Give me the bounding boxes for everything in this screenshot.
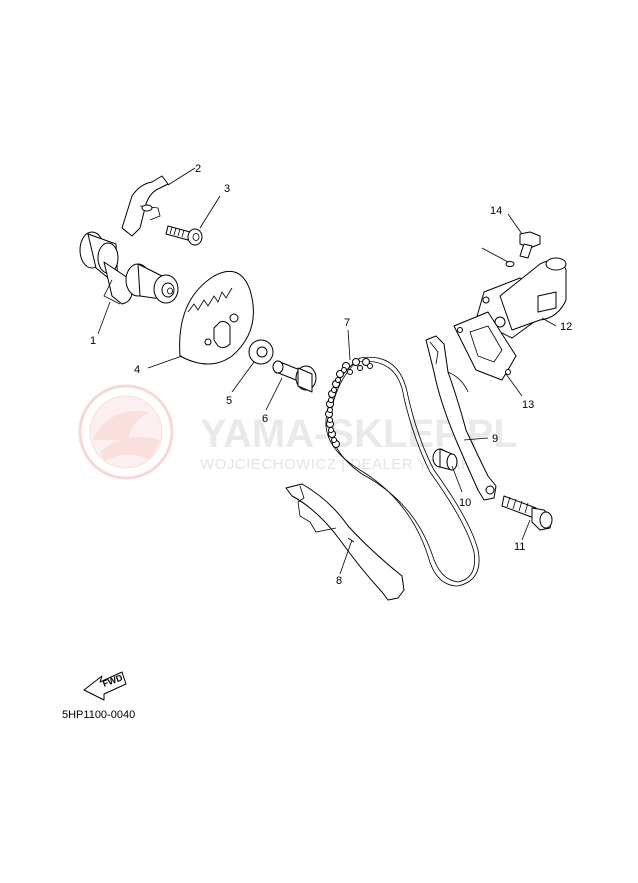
part-7-chain — [325, 356, 480, 587]
callout-7: 7 — [344, 317, 350, 329]
part-4-sprocket — [179, 270, 254, 365]
part-5-washer — [248, 339, 274, 365]
part-3-bolt — [165, 225, 203, 246]
callout-13: 13 — [522, 399, 534, 411]
callout-9: 9 — [492, 433, 498, 445]
callout-12: 12 — [560, 321, 572, 333]
callout-1: 1 — [90, 335, 96, 347]
callout-8: 8 — [336, 575, 342, 587]
part-13-gasket — [453, 311, 517, 381]
callout-2: 2 — [195, 163, 201, 175]
callout-6: 6 — [262, 413, 268, 425]
part-2-bracket — [121, 175, 169, 237]
callout-11: 11 — [514, 541, 525, 553]
part-11-bolt — [501, 495, 553, 531]
diagram-code: 5HP1100-0040 — [62, 709, 135, 721]
part-10-collar — [432, 448, 458, 471]
callout-3: 3 — [224, 183, 230, 195]
part-8-chain-guide — [285, 483, 405, 601]
callout-14: 14 — [490, 205, 502, 217]
part-6-bolt — [272, 360, 317, 393]
part-14-bolt — [505, 231, 541, 267]
callout-5: 5 — [226, 395, 232, 407]
callouts: 2 3 1 4 5 6 7 8 9 10 11 12 13 14 — [90, 163, 572, 587]
chain-links — [325, 358, 373, 448]
leader-lines — [97, 167, 557, 575]
callout-10: 10 — [459, 497, 471, 509]
watermark-logo-icon — [78, 384, 174, 480]
callout-4: 4 — [134, 364, 140, 376]
watermark-subtitle: WOJCIECHOWICZ | DEALER YAMAHA — [200, 456, 483, 473]
fwd-arrow-icon: FWD — [83, 671, 127, 701]
part-9-tensioner-guide — [425, 335, 497, 501]
part-1-camshaft — [79, 231, 179, 305]
